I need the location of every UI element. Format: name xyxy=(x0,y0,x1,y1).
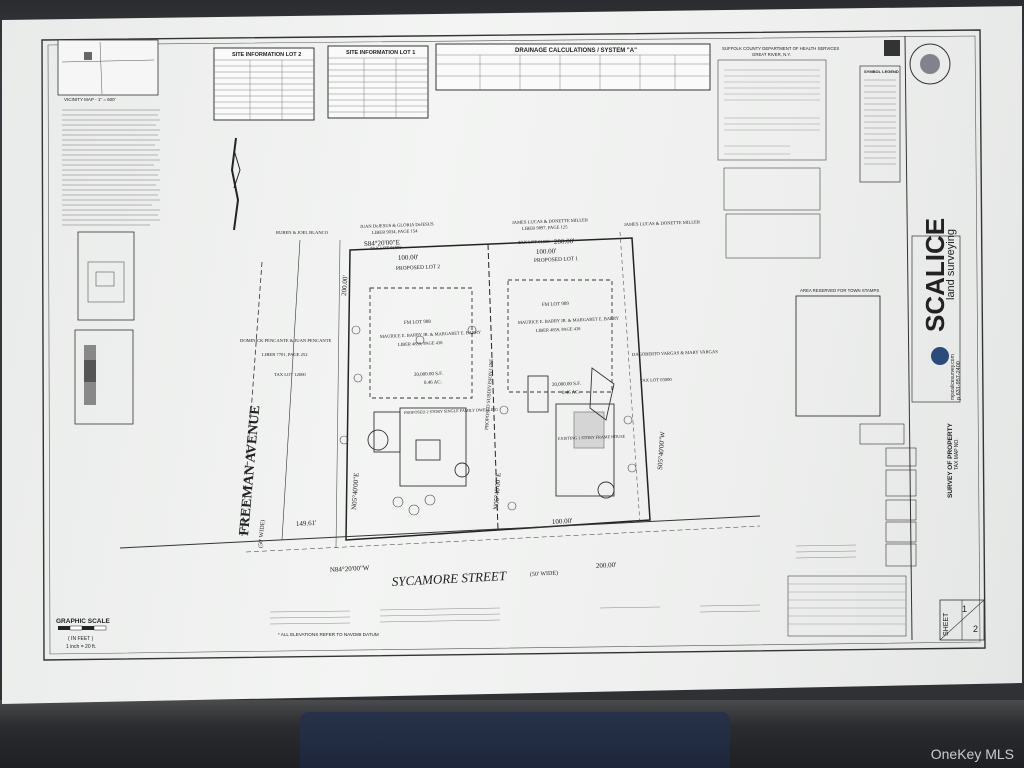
company-phone: p 631-957-2400 xyxy=(956,361,962,400)
lot2-acres: 0.46 AC. xyxy=(424,380,442,386)
proposed-lot1-label: PROPOSED LOT 1 xyxy=(534,256,579,264)
symbol-legend: SYMBOL LEGEND xyxy=(859,65,901,183)
health-services-block: SUFFOLK COUNTY DEPARTMENT OF HEALTH SERV… xyxy=(717,46,839,259)
town-stamp-area: AREA RESERVED FOR TOWN STAMPS xyxy=(795,288,881,417)
distance-149: 149.61' xyxy=(296,519,317,528)
graphic-scale: GRAPHIC SCALE ( IN FEET ) 1 inch = 20 ft… xyxy=(56,618,110,650)
distance-100-lot2: 100.00' xyxy=(398,253,419,262)
subdivision-line xyxy=(487,243,499,531)
sheet-label: SHEET xyxy=(943,612,950,636)
survey-title: SURVEY OF PROPERTY xyxy=(947,422,954,498)
proposed-lot2-label: PROPOSED LOT 2 xyxy=(396,264,441,272)
inner-border xyxy=(47,35,981,655)
lot1-liber: LIBER 4859, PAGE 438 xyxy=(536,326,582,334)
neighbor-top-right-liber: LIBER 9897, PAGE 125 xyxy=(522,224,568,232)
lot2-area: 20,000.00 S.F. xyxy=(414,372,443,378)
site-info-lot1-table: SITE INFORMATION LOT 1 xyxy=(327,45,429,119)
company-name: SCALICE xyxy=(920,218,950,332)
lot1-owner: MAURICE E. BARRY JR. & MARGARET E. BARRY xyxy=(518,316,620,325)
test-hole-detail xyxy=(74,329,134,425)
symbol-legend-title: SYMBOL LEGEND xyxy=(864,69,899,74)
bearing-west-center: N05°40'00"E xyxy=(492,472,503,510)
existing-house-lot1 xyxy=(507,279,615,499)
graphic-scale-ratio: 1 inch = 20 ft. xyxy=(66,644,96,650)
distance-200-side: 200.00' xyxy=(340,275,349,296)
neighbor-top-left: RUBEN & JOEL BLANCO xyxy=(276,230,329,235)
tax-map-label: TAX MAP NO. xyxy=(954,438,960,470)
town-stamp-label: AREA RESERVED FOR TOWN STAMPS xyxy=(800,288,879,293)
health-services-title: SUFFOLK COUNTY DEPARTMENT OF HEALTH SERV… xyxy=(722,46,839,51)
street-main-width: (50' WIDE) xyxy=(530,570,558,578)
distance-100-lot1: 100.00' xyxy=(536,247,557,256)
neighbor-right: DAGOBERTO VARGAS & MARY VARGAS xyxy=(632,349,718,357)
bearing-east: S05°40'00"W xyxy=(656,431,667,470)
tax-left: TAX LOT 12000 xyxy=(274,372,306,377)
tree-symbols xyxy=(339,325,637,516)
proposed-dwelling-lot2 xyxy=(367,287,473,487)
sheet-number-2: 2 xyxy=(973,624,978,634)
lot2-owner: MAURICE E. BARRY JR. & MARGARET E. BARRY xyxy=(380,330,482,339)
sheet-number-1: 1 xyxy=(962,604,967,614)
fabric-foreground xyxy=(300,712,730,768)
bearing-west: N05°40'00"E xyxy=(350,472,361,510)
site-info-lot2-title: SITE INFORMATION LOT 2 xyxy=(232,52,301,58)
lot1-acres: 0.46 AC. xyxy=(562,390,580,396)
street-side-label: FREEMAN AVENUE xyxy=(237,405,263,537)
graphic-scale-note: ( IN FEET ) xyxy=(68,636,94,642)
subdivision-line-label: PROPOSED SUBDIVISION LINE xyxy=(485,359,495,431)
watermark: OneKey MLS xyxy=(930,746,1014,762)
tax-top-right: TAX LOT 01900 xyxy=(518,239,551,245)
existing-house-label: EXISTING 1 STORY FRAME HOUSE xyxy=(558,434,626,441)
company-subtitle: land surveying xyxy=(945,229,957,300)
revision-table xyxy=(787,575,907,637)
property-boundary xyxy=(335,231,651,549)
distance-100-bottom: 100.00' xyxy=(552,517,573,526)
lot2-fm: FM LOT 908 xyxy=(404,320,432,326)
company-web: mjscalicesurvey.com xyxy=(950,354,956,400)
distance-200-bottom: 200.00' xyxy=(596,561,617,570)
neighbor-top-mid: JUAN DeJESUS & GLORIA DeJESUS xyxy=(360,221,434,229)
street-main-label: SYCAMORE STREET xyxy=(391,568,507,589)
bearing-south: N84°20'00"W xyxy=(330,564,370,574)
neighbor-left: DOMINICK PENCANTE & JUAN PENCANTE xyxy=(240,338,332,343)
drainage-calculations-table: DRAINAGE CALCULATIONS / SYSTEM "A" xyxy=(435,43,711,91)
street-side-width: (50' WIDE) xyxy=(257,520,266,549)
vicinity-map: VICINITY MAP - 1" = 600' xyxy=(57,39,159,102)
bearing-north: S84°20'00"E xyxy=(364,238,400,248)
company-logo-icon xyxy=(931,347,949,365)
elevations-note: * ALL ELEVATIONS REFER TO NAVD88 DATUM xyxy=(278,632,379,637)
typical-lot-layout xyxy=(77,231,135,321)
site-info-lot2-table: SITE INFORMATION LOT 2 xyxy=(213,47,315,121)
vicinity-map-caption: VICINITY MAP - 1" = 600' xyxy=(64,97,116,102)
neighbor-left-liber: LIBER 7701, PAGE 252 xyxy=(262,352,308,358)
lot2-liber: LIBER 4859, PAGE 438 xyxy=(398,340,444,348)
neighbor-top-right: JAMES LUCAS & DONETTE MILLER xyxy=(512,217,589,225)
tax-top-mid: TAX LOT 01800 xyxy=(370,245,403,251)
lot1-fm: FM LOT 909 xyxy=(542,302,570,308)
county-seal-icon xyxy=(909,43,951,85)
health-services-location: GREAT RIVER, N.Y. xyxy=(752,52,791,57)
site-info-lot1-title: SITE INFORMATION LOT 1 xyxy=(346,50,415,56)
qr-code-icon xyxy=(884,40,900,56)
tax-right: TAX LOT 03000 xyxy=(640,377,673,383)
drainage-title: DRAINAGE CALCULATIONS / SYSTEM "A" xyxy=(515,48,637,54)
neighbor-top-mid-liber: LIBER 9034, PAGE 154 xyxy=(372,228,418,236)
title-block: SCALICE land surveying p 631-957-2400 mj… xyxy=(787,35,985,641)
street-edges xyxy=(119,239,761,553)
north-arrow-icon xyxy=(230,137,241,231)
bottom-notes xyxy=(269,544,857,625)
general-notes xyxy=(62,109,160,226)
survey-plat-sheet xyxy=(2,6,1022,704)
distance-200-top: 200.00' xyxy=(554,237,575,246)
lot1-area: 20,000.00 S.F. xyxy=(552,382,581,388)
neighbor-top-far: JAMES LUCAS & DONETTE MILLER xyxy=(624,219,701,227)
drawing-border xyxy=(41,29,986,661)
graphic-scale-title: GRAPHIC SCALE xyxy=(56,618,110,625)
proposed-house-label: PROPOSED 2 STORY SINGLE FAMILY DWELLING xyxy=(404,407,498,415)
